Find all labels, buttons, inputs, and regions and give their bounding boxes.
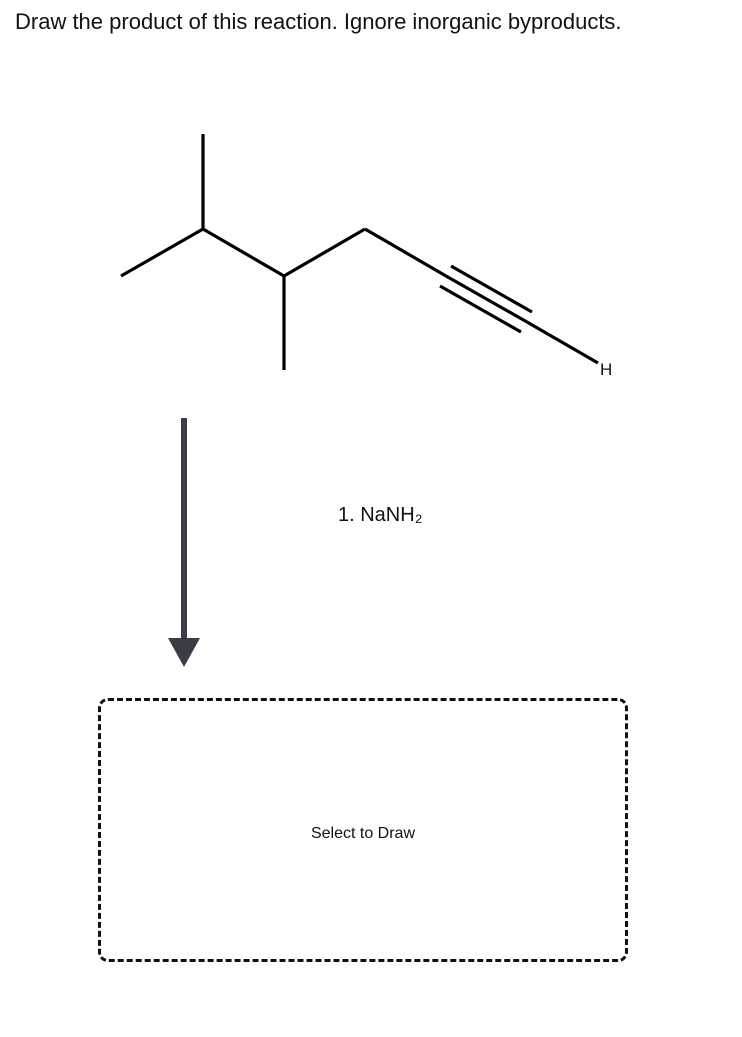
bond-c4-c5	[364, 227, 447, 278]
triple-bond-center	[445, 274, 528, 324]
reagent-label: 1. NaNH₂	[338, 504, 423, 526]
triple-bond-upper	[450, 264, 533, 314]
select-to-draw-label: Select to Draw	[310, 825, 416, 842]
bond-c-h	[526, 320, 599, 365]
bond-methyl-left	[120, 227, 204, 278]
atom-label-h: H	[600, 360, 612, 379]
reactant-structure: H	[120, 134, 612, 379]
question-prompt: Draw the product of this reaction. Ignor…	[15, 9, 622, 34]
answer-drawing-area[interactable]: Select to Draw	[98, 698, 628, 962]
bond-c2-c3	[202, 227, 285, 278]
reaction-arrow	[168, 418, 200, 667]
bond-c3-c4	[283, 227, 366, 278]
triple-bond-lower	[439, 284, 522, 334]
